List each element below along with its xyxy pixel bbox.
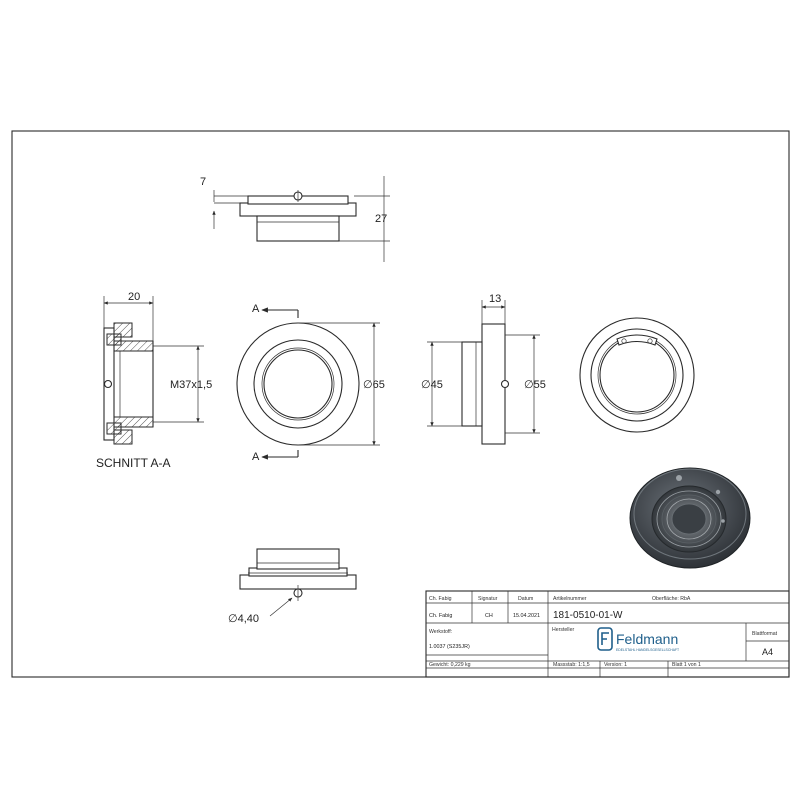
- tb-header-name: Ch. Fabig: [429, 596, 452, 602]
- dim-section-thread: M37x1,5: [170, 379, 212, 391]
- tb-name: Ch. Fabig: [429, 613, 452, 619]
- dim-side-width: 13: [489, 293, 501, 305]
- front-view: A A ∅65: [236, 303, 385, 463]
- dim-top-height: 27: [375, 213, 387, 225]
- dim-top-small: 7: [200, 176, 206, 188]
- tb-header-datum: Datum: [518, 596, 533, 602]
- title-block: Ch. Fabig Signatur Datum Artikelnummer O…: [425, 590, 790, 678]
- feldmann-logo: Feldmann EDELSTAHL HANDELSGESELLSCHAFT: [597, 627, 679, 652]
- ring-3d-render: [629, 467, 751, 569]
- tb-blattformat-value: A4: [762, 647, 773, 657]
- tb-blatt: Blatt 1 von 1: [672, 662, 701, 668]
- tb-werkstoff-label: Werkstoff:: [429, 629, 452, 635]
- dim-section-width: 20: [128, 291, 140, 303]
- sheet-border: [11, 130, 790, 678]
- dim-side-outer: ∅55: [524, 379, 546, 391]
- tb-hersteller-label: Hersteller: [552, 627, 574, 633]
- section-caption: SCHNITT A-A: [96, 456, 170, 470]
- back-view: [579, 317, 695, 433]
- tb-header-oberflaeche: Oberfläche: RbA: [652, 596, 691, 602]
- logo-tagline: EDELSTAHL HANDELSGESELLSCHAFT: [616, 648, 679, 652]
- dim-front-diameter: ∅65: [363, 379, 385, 391]
- top-view: 7 27: [200, 176, 390, 262]
- tb-header-artikelnummer: Artikelnummer: [553, 596, 587, 602]
- tb-article-number: 181-0510-01-W: [553, 610, 623, 621]
- bottom-view: ∅4,40: [228, 548, 357, 625]
- tb-version: Version: 1: [604, 662, 627, 668]
- tb-blattformat-label: Blattformat: [752, 631, 778, 637]
- tb-werkstoff-value: 1.0037 (S235JR): [429, 644, 470, 650]
- section-view: 20 M37x1,5 SCHNITT A-A: [96, 291, 212, 470]
- tb-datum: 15.04.2021: [513, 613, 540, 619]
- section-hole: [103, 379, 113, 389]
- side-view: 13 ∅45 ∅55: [421, 293, 546, 445]
- side-view-hole: [500, 379, 510, 389]
- section-mark-bottom: A: [252, 451, 260, 463]
- dim-bottom-hole: ∅4,40: [228, 613, 259, 625]
- section-mark-top: A: [252, 303, 260, 315]
- tb-massstab: Massstab: 1:1,5: [553, 662, 590, 668]
- tb-gewicht: Gewicht: 0,229 kg: [429, 662, 471, 668]
- dim-side-inner: ∅45: [421, 379, 443, 391]
- tb-signatur: CH: [485, 613, 493, 619]
- tb-header-signatur: Signatur: [478, 596, 498, 602]
- logo-text: Feldmann: [616, 631, 678, 647]
